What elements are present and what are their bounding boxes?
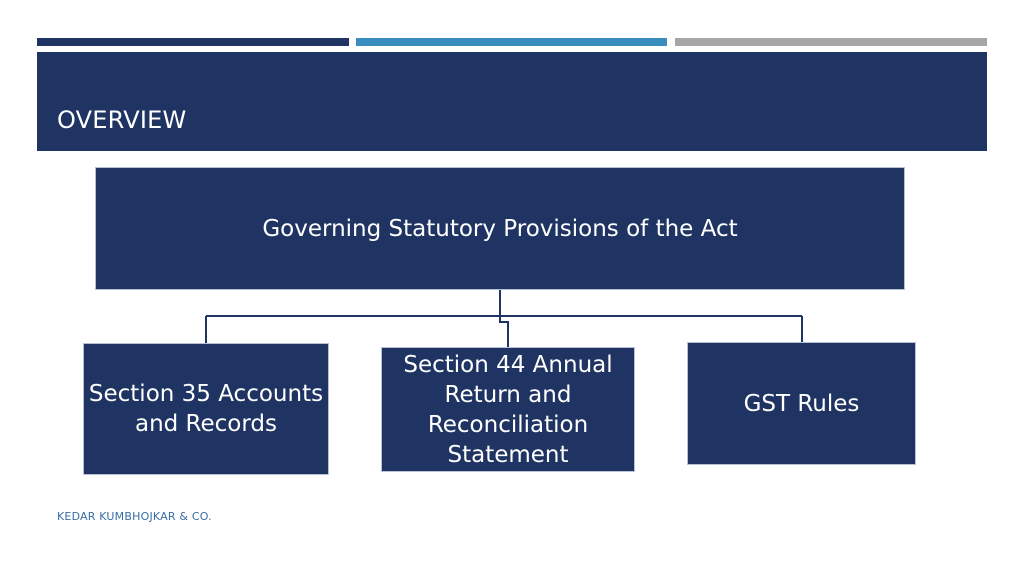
child-node-label: Section 44 Annual Return and Reconciliat… [403,351,613,468]
accent-bar-blue [356,38,667,46]
accent-bar-navy [37,38,349,46]
footer-company: KEDAR KUMBHOJKAR & CO. [57,510,212,523]
child-node-gst-rules: GST Rules [687,342,916,465]
child-node-label: GST Rules [743,390,860,417]
child-node-label: Section 35 Accounts and Records [88,381,324,437]
child-node-section-35: Section 35 Accounts and Records [83,343,329,475]
root-node-label: Governing Statutory Provisions of the Ac… [262,215,738,242]
connector-mid-drop [499,316,509,347]
accent-bar-gray [675,38,987,46]
title-band: OVERVIEW [37,52,987,151]
child-node-section-44: Section 44 Annual Return and Reconciliat… [381,347,635,472]
root-node: Governing Statutory Provisions of the Ac… [95,167,905,290]
slide-title: OVERVIEW [57,106,187,134]
